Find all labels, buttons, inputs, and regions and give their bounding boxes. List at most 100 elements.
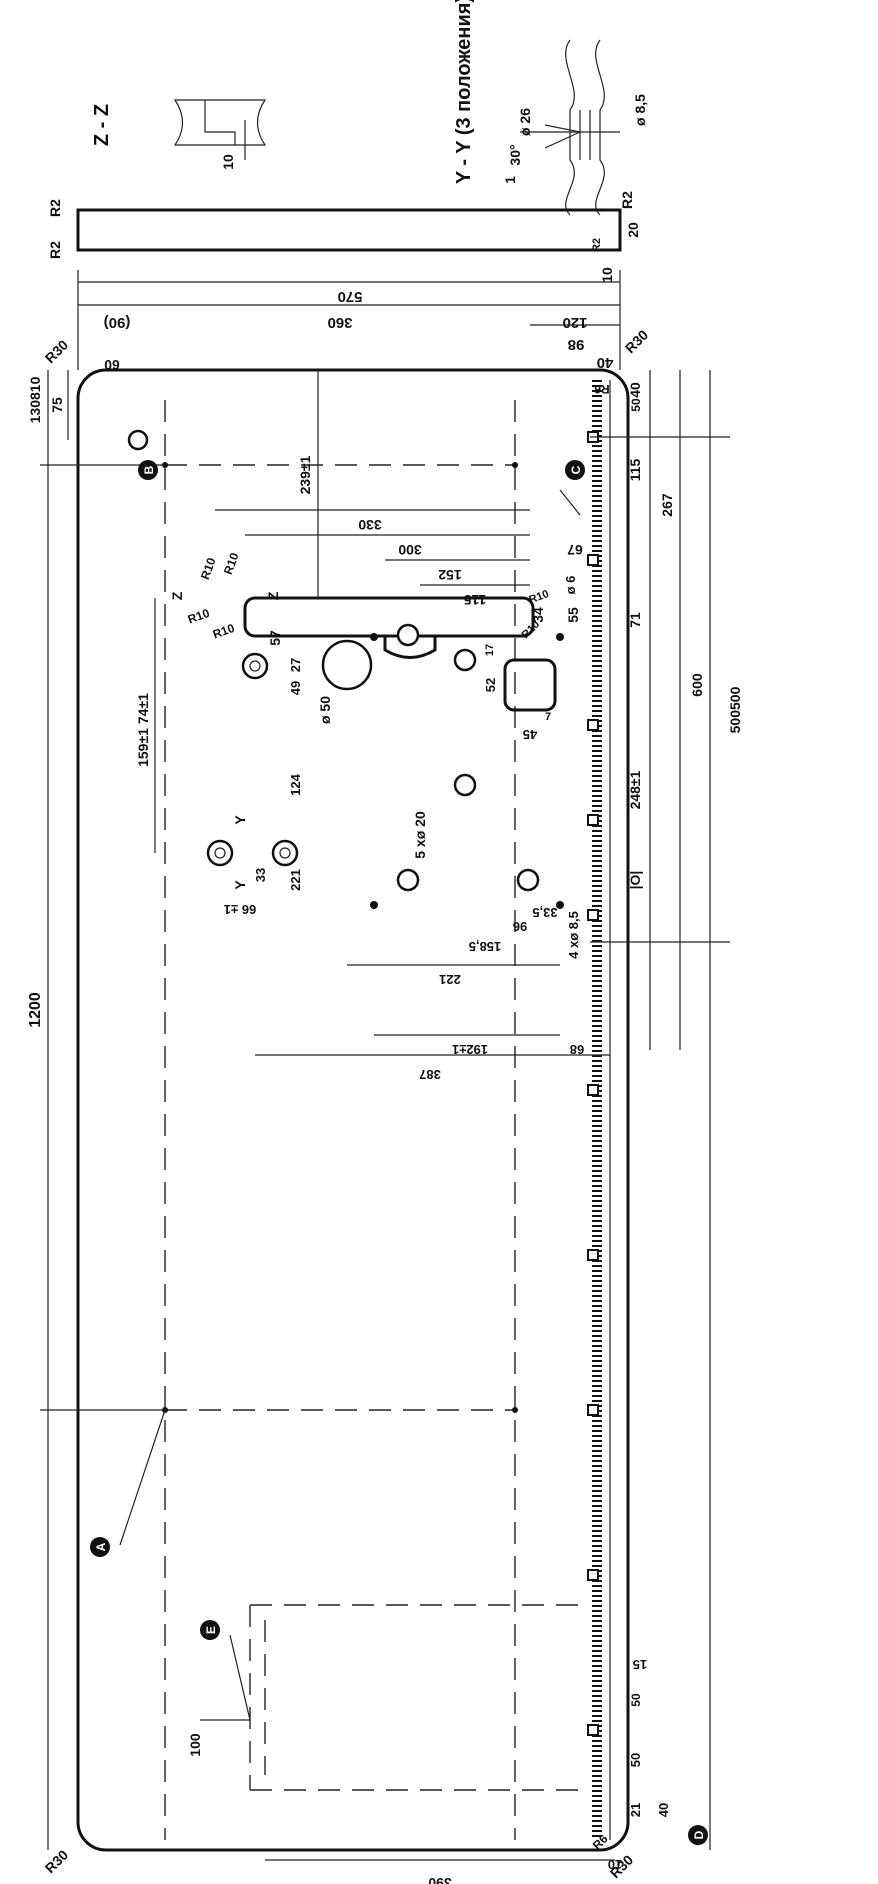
interior-dimensions: 239±1 330 300 152 115 R10 R10 R10 R10 R1… (135, 370, 610, 1082)
side-r2-b: R2 (47, 241, 63, 259)
side-r2-c: R2 (619, 191, 635, 209)
centerlines (164, 400, 590, 1840)
r10-a: R10 (198, 556, 219, 582)
dim-17: 17 (484, 644, 496, 656)
dim-4x85: 4 xø 8,5 (566, 911, 581, 959)
z-label-2: Z (265, 591, 281, 600)
y-label-2: Y (232, 880, 248, 890)
dim-115-a: 115 (463, 592, 486, 608)
dim-570: 570 (337, 288, 362, 305)
r10-b: R10 (221, 551, 242, 577)
dim-390: 390 (428, 1875, 452, 1884)
zz-dim-10: 10 (220, 154, 236, 170)
dim-r30-tl: R30 (42, 337, 72, 367)
dim-335: 33,5 (532, 905, 557, 920)
dim-27: 27 (288, 658, 303, 672)
bottom-dimensions: 390 100 (187, 1719, 615, 1884)
dim-600: 600 (689, 673, 705, 697)
dim-r30-tr: R30 (622, 327, 652, 357)
side-dim-10: 10 (599, 267, 615, 283)
symbol-3: 50 (629, 1693, 643, 1707)
dim-124: 124 (288, 773, 303, 795)
dim-120: 120 (562, 314, 587, 331)
r10-e: R10 (527, 588, 550, 606)
dim-300: 300 (398, 542, 422, 558)
holes (127, 429, 599, 1736)
dim-267: 267 (659, 493, 675, 517)
yy-d85: ø 8,5 (632, 94, 648, 126)
dim-55: 55 (565, 607, 581, 623)
marker-e: E (204, 1626, 218, 1634)
dim-49: 49 (288, 681, 303, 695)
r10-c: R10 (186, 606, 212, 627)
dim-d50: ø 50 (317, 696, 333, 724)
table-top (76, 368, 630, 1852)
section-zz-title: Z - Z (91, 104, 113, 146)
section-zz: Z - Z 10 (91, 99, 267, 170)
dim-130810: 130810 (27, 376, 43, 423)
dim-66: 66 ±1 (224, 902, 256, 917)
dim-98: 98 (568, 336, 585, 353)
side-r2-d: R2 (591, 238, 603, 252)
dim-52: 52 (483, 678, 498, 692)
dim-68: 68 (570, 1042, 584, 1057)
dim-40-c: 40 (656, 1803, 671, 1817)
yy-d26: ø 26 (517, 108, 533, 136)
dim-500500: 500500 (727, 686, 743, 733)
dim-10-b: 10 (608, 1857, 622, 1872)
dim-71: 71 (627, 612, 643, 628)
dim-67: 67 (567, 542, 583, 558)
dim-60: 60 (104, 357, 120, 373)
dim-40-b: 40 (627, 382, 643, 398)
yy-one: 1 (502, 176, 518, 184)
dim-360: 360 (327, 314, 352, 331)
dim-1585: 158,5 (469, 939, 502, 954)
side-view: R2 R2 R2 R2 20 10 (47, 191, 641, 283)
side-dim-20: 20 (625, 222, 641, 238)
dim-1200: 1200 (27, 992, 44, 1028)
r10-d: R10 (211, 621, 237, 642)
slot-cutout (243, 596, 535, 659)
dim-45: 45 (523, 727, 537, 742)
square-window (503, 658, 557, 712)
dim-21: 21 (628, 1803, 643, 1817)
dim-50-b: 50 (628, 1753, 643, 1767)
right-dimensions: 40 115 267 71 600 500500 248±1 15 50 40 … (590, 370, 743, 1872)
dim-75: 75 (49, 397, 65, 413)
dim-57: 57 (267, 630, 283, 646)
dim-7: 7 (545, 711, 551, 723)
dim-40-top: 40 (597, 354, 614, 371)
dim-115-b: 115 (627, 458, 643, 481)
dim-152: 152 (438, 567, 462, 583)
symbol-1: 50 (629, 398, 643, 412)
yy-angle: 30° (507, 144, 523, 165)
z-label-1: Z (169, 591, 185, 600)
y-label-1: Y (232, 815, 248, 825)
dim-d6: ø 6 (563, 576, 578, 595)
marker-b: B (142, 465, 156, 474)
dim-192: 192±1 (452, 1042, 488, 1057)
dim-33: 33 (253, 868, 268, 882)
dim-159: 159±1 74±1 (135, 693, 151, 767)
dim-330: 330 (358, 517, 382, 533)
side-r2-a: R2 (47, 199, 63, 217)
dim-221-a: 221 (288, 869, 303, 891)
dim-221-b: 221 (439, 972, 461, 987)
dim-100: 100 (187, 1733, 203, 1757)
dim-239: 239±1 (297, 455, 313, 494)
dim-r30-bl: R30 (42, 1847, 72, 1877)
left-dimensions: 1200 130810 75 60 R30 R30 R30 R30 R6 R6 (27, 327, 651, 1882)
dim-387: 387 (419, 1067, 441, 1082)
dim-90: (90) (104, 314, 131, 331)
dim-5x20: 5 xø 20 (412, 811, 428, 859)
symbol-2: |O| (627, 871, 643, 890)
dim-r6-top: R6 (594, 382, 610, 396)
hole-large (321, 639, 373, 691)
marker-c: C (569, 465, 583, 474)
top-dimensions: 570 (90) 360 120 98 40 (77, 270, 621, 371)
section-yy: Y - Y (3 положения) ø 26 30° 1 ø 8,5 (453, 0, 648, 216)
dim-248: 248±1 (627, 770, 643, 809)
section-yy-title: Y - Y (3 положения) (453, 0, 475, 184)
dim-34: 34 (530, 607, 546, 623)
